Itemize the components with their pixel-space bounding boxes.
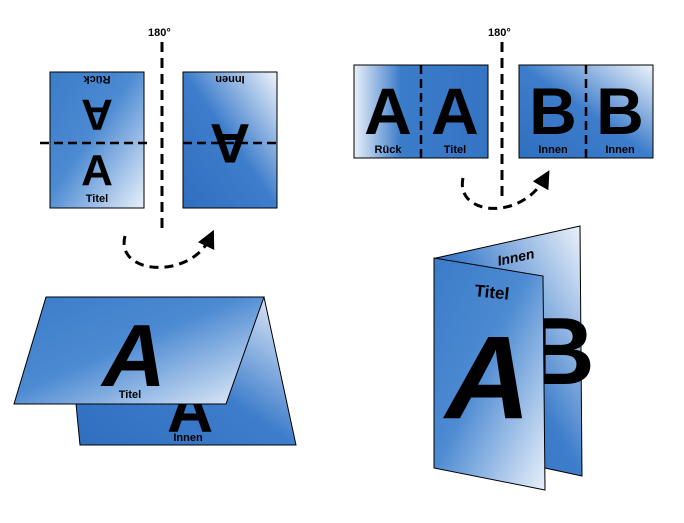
right-rotation-label: 180° xyxy=(488,27,511,39)
left-rotation-label: 180° xyxy=(148,27,171,39)
right-strip1-label-right: Titel xyxy=(444,144,466,156)
right-strip2-label-left: Innen xyxy=(538,144,568,156)
left-card1-top-letter: A xyxy=(81,90,113,139)
left-folded-front-letter: A xyxy=(100,306,166,405)
left-card-2: Innen A xyxy=(182,71,278,209)
left-card2-label: Innen xyxy=(215,73,245,85)
right-folded-front-label: Titel xyxy=(474,281,510,304)
left-card-1: Rück A A Titel xyxy=(40,71,150,209)
left-card1-bottom-label: Titel xyxy=(86,193,108,205)
right-strip1-label-left: Rück xyxy=(375,144,403,156)
right-strip1-letter-left: A xyxy=(364,74,412,148)
left-card2-letter: A xyxy=(210,112,250,175)
right-folded-back-label: Innen xyxy=(496,245,536,268)
left-card1-bottom-letter: A xyxy=(81,146,113,195)
left-folded-back-label: Innen xyxy=(173,432,203,444)
right-folded-front-letter: A xyxy=(442,312,530,444)
right-strip1-letter-right: A xyxy=(431,74,479,148)
right-folded-card: Innen B Titel A xyxy=(433,225,595,491)
left-folded-card: A Innen A Titel xyxy=(13,296,297,446)
right-flip-arrow xyxy=(460,170,550,210)
left-folded-front-label: Titel xyxy=(119,389,141,401)
right-strip-1: A A Rück Titel xyxy=(353,64,489,159)
right-strip-2: B B Innen Innen xyxy=(518,64,654,159)
right-strip2-letter-left: B xyxy=(529,74,577,148)
left-flip-arrow xyxy=(122,229,215,269)
right-strip2-label-right: Innen xyxy=(605,144,635,156)
right-strip2-letter-right: B xyxy=(596,74,644,148)
left-card1-top-label: Rück xyxy=(83,73,111,85)
